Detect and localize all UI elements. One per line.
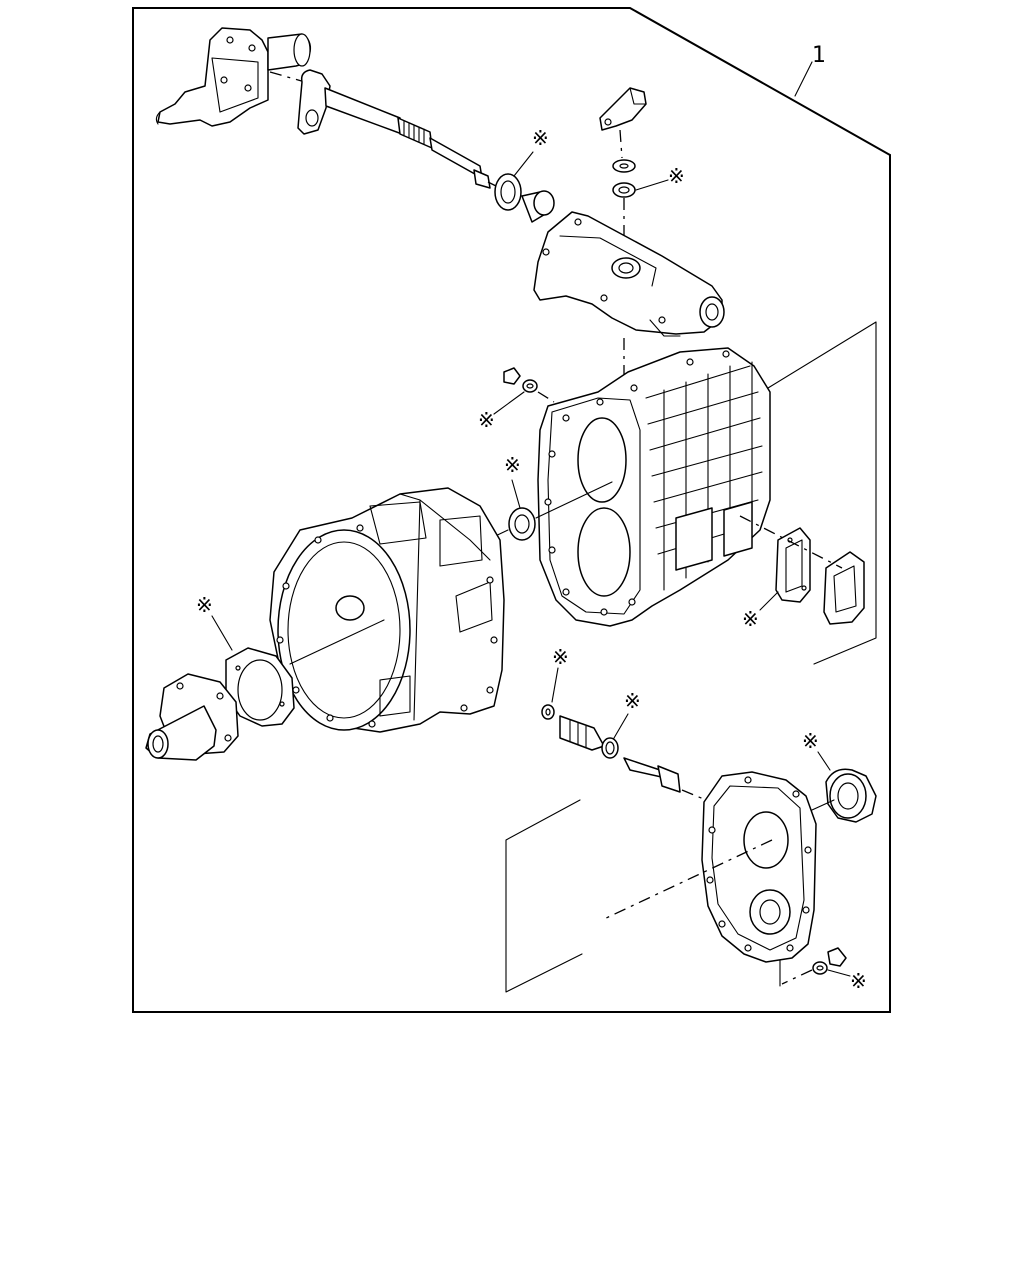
assembly-callout-number: 1: [812, 43, 826, 68]
rear-cover-centerline: [601, 839, 773, 921]
case-bolt: [503, 367, 521, 385]
cover-to-seal-line: [811, 799, 835, 811]
o-ring-asterisk: ※: [624, 689, 641, 713]
front-gasket-asterisk: ※: [196, 593, 213, 617]
switch-washer-asterisk: ※: [552, 645, 569, 669]
output-seal-asterisk: ※: [802, 729, 819, 753]
case-bolt-dash: [537, 391, 555, 403]
control-nut: [612, 159, 636, 173]
side-cover-gasket: [775, 527, 811, 603]
washer-asterisk: ※: [668, 164, 685, 188]
input-seal-asterisk: ※: [504, 453, 521, 477]
case-to-side-cover-dash: [739, 515, 843, 569]
input-shaft-oil-seal: [508, 507, 536, 541]
shift-shaft: [297, 69, 491, 189]
o-ring-leader: [613, 713, 629, 739]
bracket-to-nut-dash: [619, 129, 623, 159]
shaft-seal-asterisk: ※: [532, 126, 549, 150]
assembly-callout-leader: [794, 61, 813, 97]
output-oil-seal: [825, 768, 877, 823]
bellhousing-centerline: [289, 619, 385, 665]
side-cover: [823, 551, 865, 625]
bolt-washer-asterisk: ※: [478, 408, 495, 432]
washer-leader: [635, 179, 669, 191]
rear-cover-bolt-washer: [812, 961, 828, 975]
switch-o-ring: [601, 737, 619, 759]
rear-bolt-asterisk: ※: [850, 969, 867, 993]
shift-control-housing: [533, 211, 725, 337]
rear-cover-bolt: [827, 947, 847, 967]
switch-washer-leader: [551, 667, 559, 703]
case-sub-bracket: [767, 321, 877, 665]
shaft-seal-leader: [513, 151, 534, 177]
transmission-case: [537, 347, 771, 627]
sleeve-to-cover-dash: [681, 789, 707, 801]
rear-bolt-dash: [781, 969, 813, 985]
rear-bolt-leader: [827, 969, 851, 977]
side-gasket-asterisk: ※: [742, 607, 759, 631]
shift-shaft-bushing: [521, 190, 555, 223]
bolt-washer-leader: [493, 391, 525, 415]
front-bearing-cover: [145, 673, 239, 761]
rear-cover: [701, 771, 817, 963]
assembly-frame: [132, 7, 891, 1013]
shift-lever-bracket: [599, 87, 647, 131]
seal-to-case-centerline: [535, 481, 613, 519]
front-gasket-leader: [211, 615, 233, 651]
clutch-housing-bolt-washer: [522, 379, 538, 393]
shift-shaft-oil-seal: [494, 173, 522, 211]
side-gasket-leader: [759, 591, 779, 611]
rear-sub-bracket: [505, 799, 583, 993]
shift-lever-housing: [155, 27, 312, 127]
neutral-switch: [559, 715, 605, 751]
clutch-housing: [269, 487, 505, 733]
neutral-switch-washer: [541, 704, 555, 720]
control-housing-washer: [612, 182, 636, 198]
output-seal-leader: [817, 751, 831, 771]
input-seal-leader: [511, 479, 521, 509]
speedometer-sleeve: [623, 757, 681, 793]
front-cover-gasket: [225, 647, 295, 727]
